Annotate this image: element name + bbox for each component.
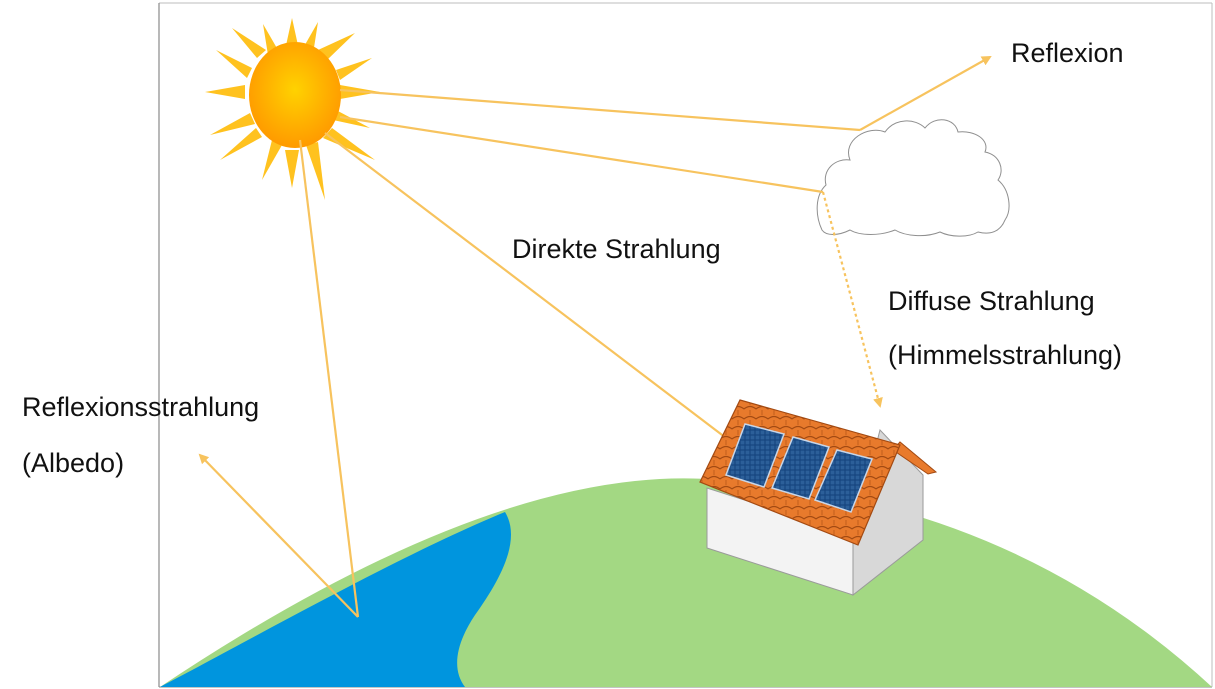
label-albedo: (Albedo) bbox=[22, 448, 125, 478]
radiation-rays bbox=[198, 56, 992, 618]
ray-sun-to-cloud-bottom bbox=[339, 115, 824, 194]
solar-panel-2 bbox=[770, 436, 830, 500]
water-lake bbox=[160, 512, 512, 687]
solar-panel-3 bbox=[813, 449, 874, 513]
ray-albedo-arrow bbox=[198, 453, 359, 618]
label-diffuse-radiation: Diffuse Strahlung bbox=[888, 286, 1095, 316]
label-direct-radiation: Direkte Strahlung bbox=[512, 234, 721, 264]
house-icon bbox=[699, 399, 938, 597]
label-reflexion: Reflexion bbox=[1011, 38, 1124, 68]
solar-panel-1 bbox=[725, 423, 785, 488]
ray-sun-to-water bbox=[298, 139, 360, 618]
cloud-icon bbox=[816, 119, 1010, 237]
ray-sun-to-cloud-top bbox=[339, 88, 861, 132]
label-reflection-radiation: Reflexionsstrahlung bbox=[22, 392, 260, 422]
ray-diffuse-arrow bbox=[821, 191, 883, 408]
ray-reflexion-arrow bbox=[859, 56, 992, 131]
label-sky-radiation: (Himmelsstrahlung) bbox=[888, 340, 1123, 370]
sun-icon bbox=[205, 18, 380, 200]
ray-direct-arrow bbox=[324, 132, 757, 462]
